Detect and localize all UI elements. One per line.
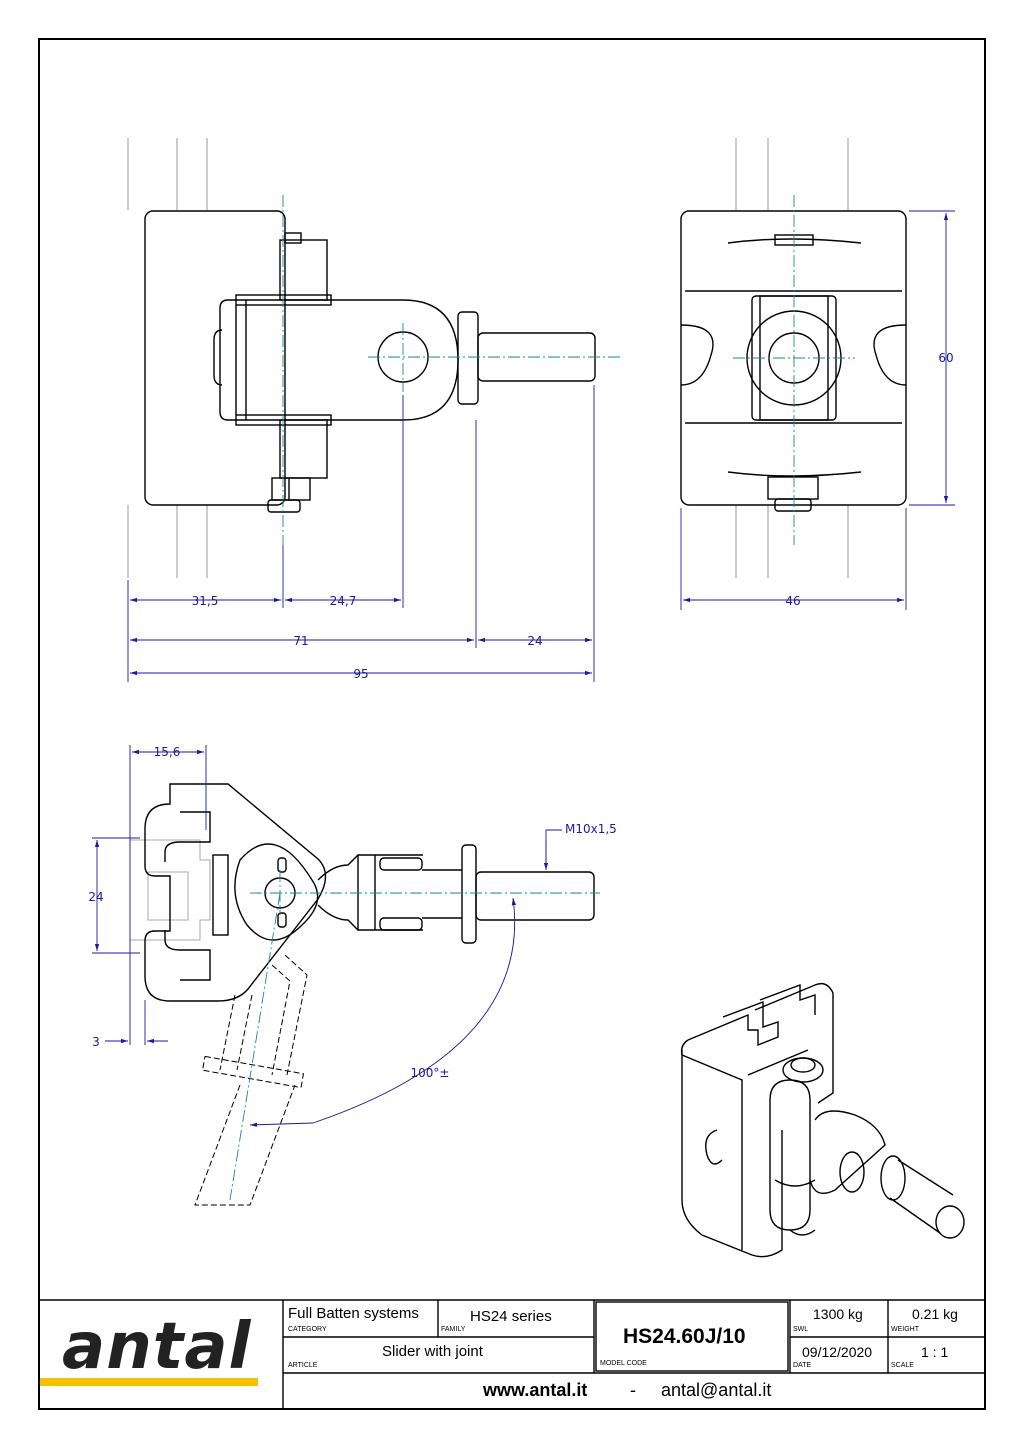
front-view-dimensions	[127, 385, 595, 682]
dimension-labels: 31,5 24,7 71 24 95 60 46 15,6 24 3 M10x1…	[88, 351, 953, 1080]
email-link[interactable]: antal@antal.it	[661, 1380, 772, 1400]
dim-thread: M10x1,5	[565, 822, 617, 836]
model-code-value: HS24.60J/10	[623, 1325, 746, 1348]
dim-3: 3	[92, 1035, 100, 1049]
weight-value: 0.21 kg	[912, 1306, 958, 1322]
family-caption: FAMILY	[441, 1326, 466, 1333]
scale-caption: SCALE	[891, 1362, 914, 1369]
dim-95: 95	[353, 667, 368, 681]
dim-60: 60	[938, 351, 953, 365]
dim-31-5: 31,5	[192, 594, 219, 608]
scale-value: 1 : 1	[921, 1344, 949, 1360]
side-view-dimensions	[680, 210, 955, 610]
family-value: HS24 series	[470, 1308, 552, 1325]
dim-24-7: 24,7	[330, 594, 357, 608]
dim-24-profile: 24	[88, 890, 103, 904]
category-caption: CATEGORY	[288, 1326, 327, 1333]
weight-caption: WEIGHT	[891, 1326, 919, 1333]
swl-caption: SWL	[793, 1326, 809, 1333]
model-code-caption: MODEL CODE	[600, 1360, 647, 1367]
dim-angle: 100°±	[411, 1066, 450, 1080]
drawing-frame	[38, 38, 986, 1410]
title-block-grid	[39, 1299, 985, 1409]
swl-value: 1300 kg	[813, 1306, 863, 1322]
date-value: 09/12/2020	[802, 1344, 873, 1360]
front-view	[127, 138, 620, 578]
company-logo: antal	[62, 1310, 252, 1384]
dim-15-6: 15,6	[154, 745, 181, 759]
article-caption: ARTICLE	[288, 1362, 318, 1369]
contact-separator: -	[630, 1380, 636, 1400]
date-caption: DATE	[793, 1362, 812, 1369]
logo-underline	[40, 1378, 258, 1386]
top-view-dimensions	[92, 745, 562, 1127]
article-value: Slider with joint	[382, 1343, 483, 1360]
isometric-view	[680, 982, 965, 1258]
side-view	[680, 138, 907, 578]
category-value: Full Batten systems	[288, 1305, 419, 1322]
dim-71: 71	[293, 634, 308, 648]
dim-24-stud: 24	[527, 634, 542, 648]
top-view	[129, 783, 600, 1206]
website-link[interactable]: www.antal.it	[483, 1380, 588, 1400]
dim-46: 46	[785, 594, 800, 608]
